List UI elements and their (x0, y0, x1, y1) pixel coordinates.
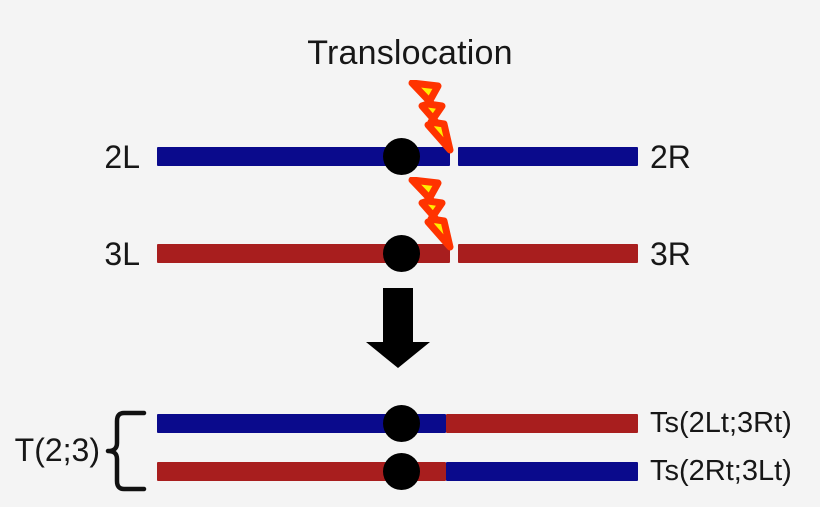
product-2-label: Ts(2Rt;3Lt) (650, 455, 792, 487)
curly-brace-icon (104, 410, 148, 492)
product-1-centromere (383, 405, 420, 442)
lightning-bolt-icon-chromosome-2 (398, 79, 460, 154)
label-2R: 2R (650, 139, 691, 175)
chromosome-2-centromere (383, 138, 420, 175)
down-arrow-icon (362, 286, 434, 370)
lightning-bolt-icon-chromosome-3 (398, 176, 460, 251)
chromosome-3-right-arm (458, 244, 638, 263)
product-2-right-segment (446, 462, 638, 481)
label-3L: 3L (104, 236, 140, 272)
product-2-centromere (383, 453, 420, 490)
label-3R: 3R (650, 236, 691, 272)
translocation-group-label: T(2;3) (14, 432, 100, 468)
product-1-left-segment (157, 414, 446, 433)
chromosome-3-left-arm (157, 244, 450, 263)
chromosome-2-left-arm (157, 147, 450, 166)
chromosome-3-centromere (383, 235, 420, 272)
product-1-right-segment (446, 414, 638, 433)
product-2-left-segment (157, 462, 446, 481)
label-2L: 2L (104, 139, 140, 175)
diagram-title: Translocation (307, 34, 513, 72)
chromosome-2-right-arm (458, 147, 638, 166)
product-1-label: Ts(2Lt;3Rt) (650, 407, 792, 439)
